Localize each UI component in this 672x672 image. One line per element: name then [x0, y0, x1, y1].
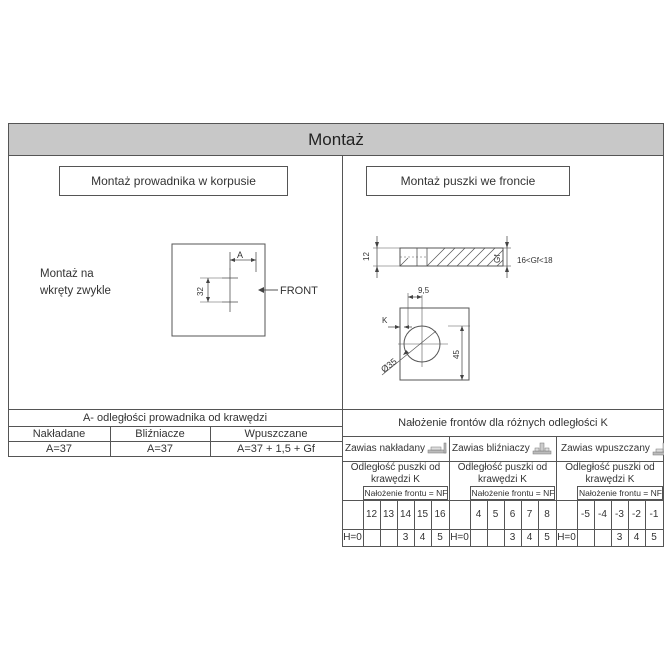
front-label: FRONT	[280, 285, 318, 297]
group-twin-k-value: 5	[492, 509, 499, 520]
group-overlay-k-label-2: krawędzi K	[371, 474, 420, 485]
distance-value-twin: A=37	[147, 442, 173, 455]
group-inset-nf-value	[594, 529, 611, 546]
group-inset-name: Zawias wpuszczany	[561, 443, 650, 454]
group-twin-nf-label: Nałożenie frontu = NF	[471, 488, 555, 498]
group-overlay-k-value: 14	[399, 509, 412, 520]
group-inset-nf-value: 4	[633, 532, 640, 543]
front-section-drawing: 12 Gf 16<Gf<18	[362, 236, 553, 278]
group-twin-k-label-2: krawędzi K	[478, 474, 527, 485]
group-twin-k-value: 6	[509, 509, 516, 520]
group-inset-k-value: -4	[598, 509, 607, 520]
group-inset-k-value: -3	[615, 509, 624, 520]
group-overlay-k-label-1: Odległość puszki od	[350, 462, 441, 473]
dim-45-label: 45	[452, 350, 461, 359]
group-twin-nf-value: 4	[526, 532, 533, 543]
twin-hinge-icon	[532, 442, 552, 454]
page-title: Montaż	[8, 123, 664, 156]
dim-k-label: K	[382, 316, 388, 325]
group-overlay-nf-value: 3	[402, 532, 409, 543]
front-panel-section	[399, 247, 504, 267]
group-inset-nf-value: 5	[651, 532, 657, 543]
frame-divider	[342, 156, 343, 410]
group-twin-nf-value: 5	[544, 532, 550, 543]
dim-gf-label: Gf	[493, 254, 502, 263]
slide-mounting-drawing: A 32 FRONT	[171, 243, 318, 337]
distance-table-title: A- odległości prowadnika od krawędzi	[82, 411, 268, 424]
page-title-text: Montaż	[308, 129, 364, 149]
dim-a-label: A	[237, 250, 243, 260]
overlay-table-title: Nałożenie frontów dla różnych odległości…	[398, 416, 608, 429]
group-overlay-h-label: H=0	[343, 532, 362, 543]
distance-value-overlay: A=37	[46, 442, 72, 455]
group-twin-k-value: 7	[526, 509, 533, 520]
distance-header-overlay: Nakładane	[32, 427, 86, 440]
group-twin-header: Zawias bliźniaczy	[449, 436, 556, 461]
group-inset-header: Zawias wpuszczany	[556, 436, 664, 461]
group-twin-name: Zawias bliźniaczy	[452, 443, 530, 454]
group-overlay-header: Zawias nakładany	[342, 436, 449, 461]
group-overlay-nf-label: Nałożenie frontu = NF	[364, 488, 448, 498]
left-section-title-text: Montaż prowadnika w korpusie	[91, 174, 256, 188]
frame-border-left	[8, 156, 9, 409]
dim-12-label: 12	[362, 252, 371, 261]
group-overlay-name: Zawias nakładany	[345, 443, 426, 454]
cup-hole-drawing: 9,5 K 45 Ø35	[379, 286, 470, 381]
group-twin-nf-value	[487, 529, 504, 546]
group-inset-nf-label: Nałożenie frontu = NF	[579, 488, 662, 498]
group-inset-k-value: -1	[649, 509, 659, 520]
cabinet-side-outline	[171, 243, 266, 337]
group-inset-k-label-1: Odległość puszki od	[565, 462, 655, 473]
group-twin-k-label-1: Odległość puszki od	[457, 462, 548, 473]
mount-note: Montaż na wkręty zwykle	[40, 266, 111, 300]
distance-header-inset: Wpuszczane	[244, 427, 308, 440]
group-overlay-nf-value: 4	[419, 532, 426, 543]
group-inset-k-value: -5	[581, 509, 590, 520]
table-top-border	[8, 409, 664, 410]
frame-border-right	[663, 156, 664, 409]
inset-hinge-icon	[652, 442, 664, 455]
group-overlay-k-value: 13	[382, 509, 395, 520]
right-section-title-text: Montaż puszki we froncie	[400, 174, 536, 188]
group-inset-h-label: H=0	[557, 532, 576, 543]
group-twin-h-label: H=0	[450, 532, 469, 543]
overlay-hinge-icon	[427, 442, 447, 453]
group-overlay-nf-value	[363, 529, 380, 546]
group-inset-nf-value: 3	[616, 532, 623, 543]
distance-value-inset: A=37 + 1,5 + Gf	[237, 442, 315, 455]
mount-note-line2: wkręty zwykle	[40, 285, 111, 297]
group-twin-nf-value: 3	[509, 532, 516, 543]
dim-32-label: 32	[196, 287, 205, 296]
group-overlay-nf-value: 5	[437, 532, 443, 543]
group-overlay-nf-value	[380, 529, 397, 546]
group-inset-nf-value	[577, 529, 594, 546]
left-section-title: Montaż prowadnika w korpusie	[59, 166, 288, 196]
group-twin-k-value: 4	[475, 509, 482, 520]
right-section-title: Montaż puszki we froncie	[366, 166, 570, 196]
gf-range-label: 16<Gf<18	[517, 256, 553, 265]
section-hatching	[399, 247, 504, 267]
dim-95-label: 9,5	[418, 286, 430, 295]
group-overlay-k-value: 12	[365, 509, 378, 520]
group-overlay-k-value: 15	[416, 509, 429, 520]
group-twin-nf-value	[470, 529, 487, 546]
distance-header-twin: Bliźniacze	[135, 427, 185, 440]
dim-phi35-label: Ø35	[379, 356, 399, 374]
group-twin-k-value: 8	[544, 509, 550, 520]
group-inset-k-value: -2	[632, 509, 641, 520]
mount-note-line1: Montaż na	[40, 268, 94, 280]
group-inset-k-label-2: krawędzi K	[585, 474, 635, 485]
group-overlay-k-value: 16	[434, 509, 446, 520]
